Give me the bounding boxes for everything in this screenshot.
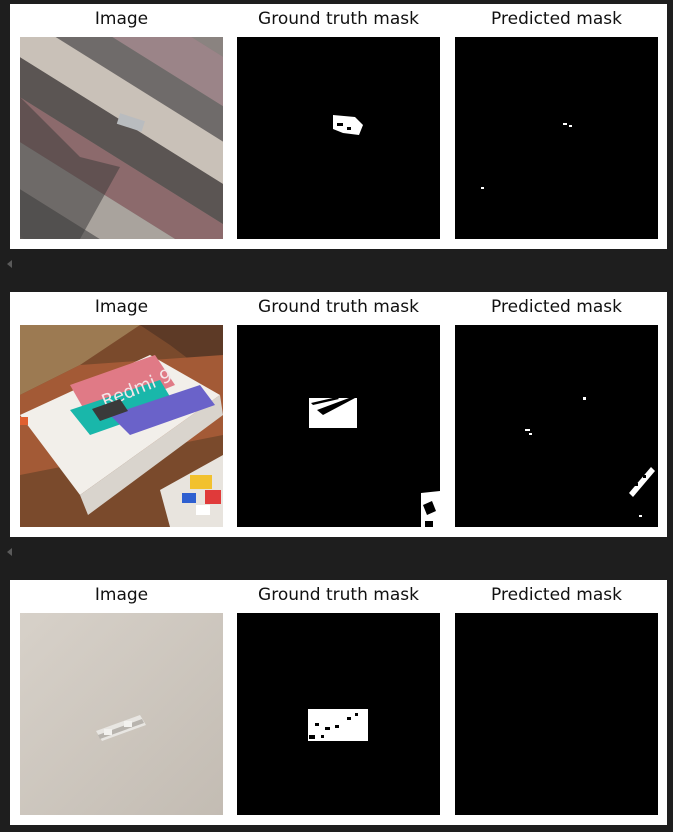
output-figure-1: Image Ground truth mask Predicted mask [10,4,667,249]
predicted-mask [455,613,658,815]
ground-truth-mask [237,613,440,815]
triangle-left-icon[interactable] [7,260,12,268]
output-figure-2: Image Ground truth mask Predicted mask R… [10,292,667,537]
ground-truth-title: Ground truth mask [258,585,419,605]
image-title: Image [94,297,149,317]
ground-truth-mask [237,37,440,239]
predicted-mask [455,325,658,527]
predicted-title: Predicted mask [491,9,622,29]
predicted-title: Predicted mask [491,585,622,605]
predicted-title: Predicted mask [491,297,622,317]
output-figure-3: Image Ground truth mask Predicted mask [10,580,667,825]
input-photo [20,613,223,815]
ground-truth-mask [237,325,440,527]
ground-truth-title: Ground truth mask [258,9,419,29]
image-title: Image [94,9,149,29]
input-photo: Redmi 9 [20,325,223,527]
triangle-left-icon[interactable] [7,548,12,556]
image-title: Image [94,585,149,605]
ground-truth-title: Ground truth mask [258,297,419,317]
input-photo [20,37,223,239]
predicted-mask [455,37,658,239]
